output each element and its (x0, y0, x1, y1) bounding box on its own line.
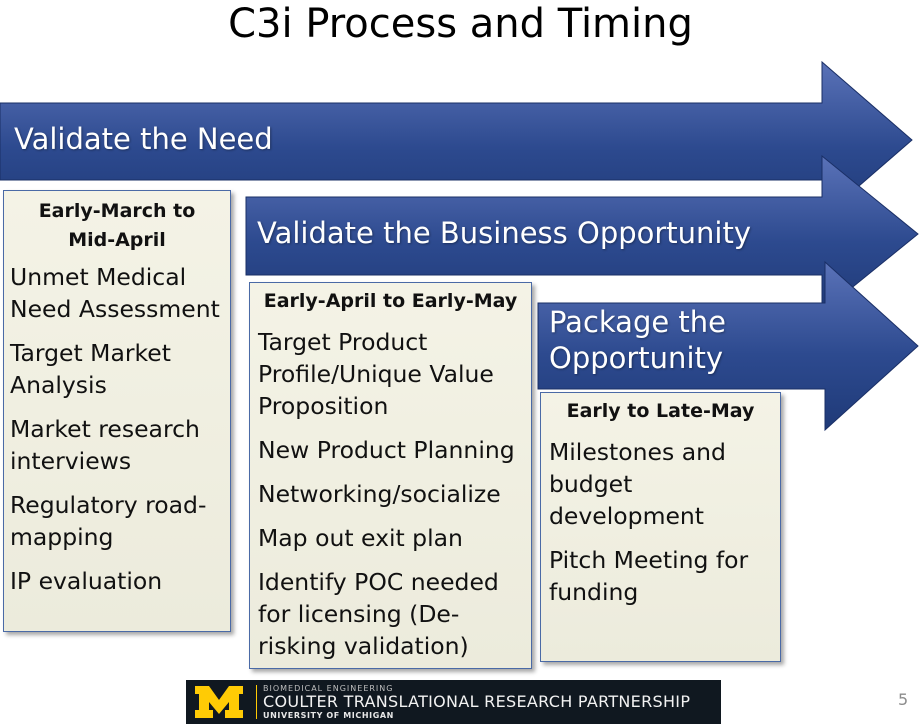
list-item: Networking/socialize (258, 480, 501, 508)
list-item: Target Product Profile/Unique Value Prop… (258, 328, 494, 420)
list-item: Unmet Medical Need Assessment (10, 263, 220, 323)
arrow-validate-business (245, 154, 919, 314)
university-block-m-logo (186, 680, 252, 724)
stage-timing: Early-March to Mid-April (38, 200, 196, 251)
logo-university: UNIVERSITY OF MICHIGAN (263, 711, 394, 720)
process-arrows (0, 60, 919, 432)
stage-items: Milestones and budget development Pitch … (541, 426, 780, 608)
arrow-label-package-opportunity: Package the Opportunity (549, 305, 727, 375)
list-item: New Product Planning (258, 436, 515, 464)
list-item: Milestones and budget development (549, 438, 726, 530)
logo-text: BIOMEDICAL ENGINEERING COULTER TRANSLATI… (263, 684, 690, 720)
stage-items: Target Product Profile/Unique Value Prop… (250, 316, 531, 662)
coulter-partnership-logo: BIOMEDICAL ENGINEERING COULTER TRANSLATI… (186, 680, 721, 724)
stage-timing: Early-April to Early-May (263, 290, 518, 312)
stage-card-business: Early-April to Early-May Target Product … (249, 282, 532, 669)
arrow-validate-need (0, 60, 913, 220)
arrow-package-opportunity (537, 260, 919, 432)
arrow-label-validate-business: Validate the Business Opportunity (257, 216, 752, 250)
list-item: Regulatory road-mapping (10, 491, 207, 551)
stage-card-package: Early to Late-May Milestones and budget … (540, 392, 781, 662)
logo-program-name: COULTER TRANSLATIONAL RESEARCH PARTNERSH… (263, 692, 691, 711)
logo-divider (256, 685, 257, 719)
stage-card-need: Early-March to Mid-April Unmet Medical N… (3, 190, 231, 632)
list-item: Target Market Analysis (10, 339, 171, 399)
list-item: IP evaluation (10, 567, 163, 595)
page-number: 5 (898, 690, 909, 709)
list-item: Market research interviews (10, 415, 200, 475)
logo-department: BIOMEDICAL ENGINEERING (263, 684, 394, 693)
list-item: Pitch Meeting for funding (549, 546, 749, 606)
list-item: Map out exit plan (258, 524, 463, 552)
stage-items: Unmet Medical Need Assessment Target Mar… (4, 255, 230, 597)
stage-timing: Early to Late-May (566, 400, 755, 422)
arrow-label-validate-need: Validate the Need (14, 122, 273, 156)
slide-title: C3i Process and Timing (228, 1, 693, 47)
list-item: Identify POC needed for licensing (De-ri… (258, 568, 499, 660)
block-m-icon (195, 686, 243, 718)
